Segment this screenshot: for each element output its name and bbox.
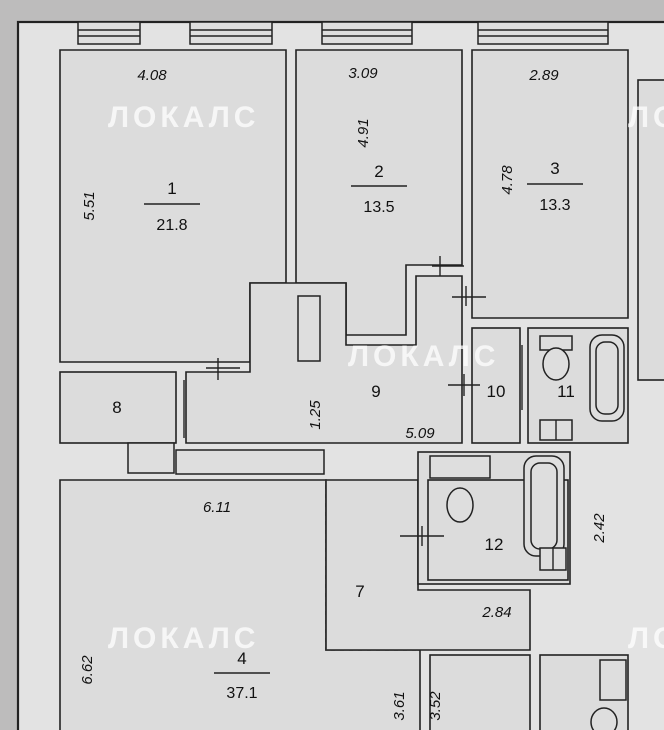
vent-mark-4	[448, 374, 480, 396]
room-2-number: 2	[374, 162, 383, 181]
room-1-area: 21.8	[156, 217, 187, 234]
room-2-area: 13.5	[363, 199, 394, 216]
dimension-label: 2.84	[481, 604, 511, 621]
room-12-number: 12	[485, 535, 504, 554]
dimension-label: 3.61	[391, 691, 408, 720]
window-top-4	[477, 21, 609, 45]
room-9-shape	[185, 275, 463, 444]
room-4-area: 37.1	[226, 685, 257, 702]
toilet-bottom-icon	[590, 659, 627, 730]
watermark: ЛОКАЛС	[628, 622, 664, 655]
room-1-number: 1	[167, 179, 176, 198]
bathtub-icon	[589, 334, 625, 422]
room-8-number: 8	[112, 398, 121, 417]
room-8-shape	[59, 371, 177, 444]
dimension-label: 5.51	[81, 191, 98, 220]
window-top-2	[189, 21, 273, 45]
right-edge-room	[637, 79, 664, 381]
watermark: ЛОКАЛС	[108, 622, 259, 655]
room-7-number: 7	[355, 582, 364, 601]
bathtub-12-icon	[523, 455, 565, 557]
window-top-3	[321, 21, 413, 45]
dimension-label: 6.11	[203, 499, 231, 516]
door-gap-8	[127, 442, 175, 474]
room-3-area: 13.3	[539, 197, 570, 214]
dimension-label: 6.62	[79, 655, 96, 685]
sink-12-icon	[539, 547, 567, 571]
watermark: ЛОКАЛС	[108, 101, 259, 134]
dimension-label: 1.25	[307, 400, 324, 430]
vent-mark-2	[452, 286, 486, 306]
dimension-label: 4.78	[499, 165, 516, 195]
cabinet	[297, 295, 321, 362]
entrance-door	[175, 449, 325, 475]
watermark: ЛОКАЛС	[348, 340, 499, 373]
room-9-number: 9	[371, 382, 380, 401]
window-top-1	[77, 21, 141, 45]
sink-icon	[539, 419, 573, 441]
watermark: ЛОКАЛС	[628, 101, 664, 134]
dimension-label: 2.89	[528, 67, 559, 84]
room-11-number: 11	[557, 382, 575, 401]
toilet-12-icon	[429, 455, 491, 523]
dimension-label: 5.09	[405, 425, 435, 442]
dimension-label: 3.52	[427, 691, 444, 721]
dimension-label: 4.08	[137, 67, 167, 84]
room-10-number: 10	[487, 382, 506, 401]
vent-mark-1	[432, 256, 464, 276]
dimension-label: 4.91	[355, 118, 372, 147]
vent-mark-5	[400, 526, 444, 546]
vent-mark-3	[206, 358, 240, 380]
room-4-number: 4	[237, 649, 246, 668]
dimension-label: 2.42	[591, 513, 608, 544]
bottom-room-left	[429, 654, 531, 730]
room-3-number: 3	[550, 159, 559, 178]
dimension-label: 3.09	[348, 65, 378, 82]
toilet-icon	[539, 335, 573, 381]
